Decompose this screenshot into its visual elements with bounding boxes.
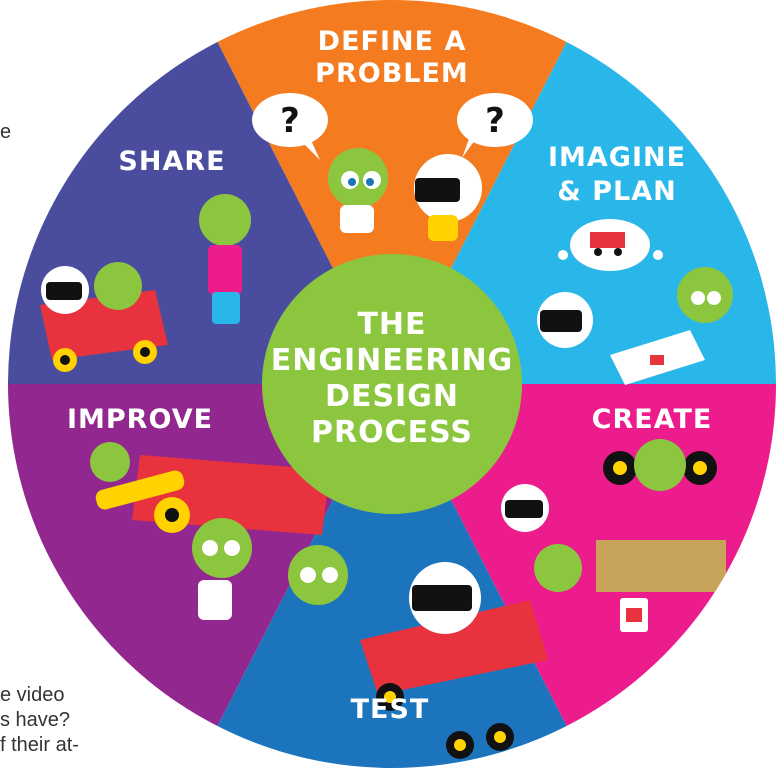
background-text-fragment-bottom-1: e video [0, 684, 65, 706]
create-illustration [501, 439, 726, 632]
center-title-line-1: THE [357, 307, 426, 342]
center-title-line-3: DESIGN [325, 379, 459, 414]
background-text-fragment-bottom-3: f their at- [0, 734, 79, 756]
segment-improve-label: IMPROVE [67, 404, 213, 435]
speech-bubble-question-left: ? [280, 101, 300, 141]
center-hub [262, 254, 522, 514]
segment-imagine-label-line-2: & PLAN [557, 176, 676, 207]
segment-create-label: CREATE [592, 404, 713, 435]
segment-test-label: TEST [351, 694, 430, 725]
define-illustration: ? ? [252, 93, 533, 241]
test-illustration [288, 545, 548, 759]
segment-define-label-line-1: DEFINE A [318, 26, 467, 57]
share-illustration [40, 194, 251, 372]
segment-imagine-label-line-1: IMAGINE [548, 142, 686, 173]
center-title-line-4: PROCESS [311, 415, 473, 450]
background-text-fragment-bottom-2: s have? [0, 709, 71, 731]
background-text-fragment-top: e [0, 121, 12, 143]
center-title-line-2: ENGINEERING [271, 343, 513, 378]
speech-bubble-question-right: ? [485, 101, 505, 141]
improve-illustration [90, 442, 330, 620]
segment-test-wedge [196, 384, 588, 768]
segment-share-label: SHARE [118, 146, 225, 177]
imagine-illustration [537, 219, 733, 385]
segment-define-label-line-2: PROBLEM [315, 58, 469, 89]
